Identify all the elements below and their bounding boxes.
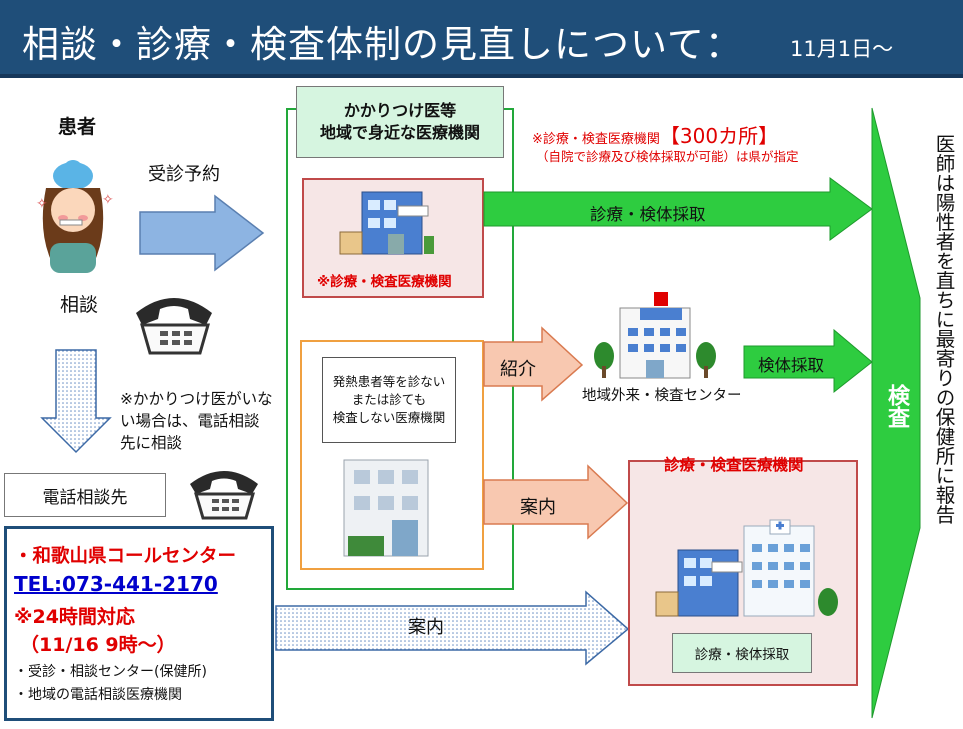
page-date: 11月1日～ xyxy=(790,37,894,61)
reserve-label: 受診予約 xyxy=(148,164,220,185)
call-center-tel[interactable]: TEL:073-441-2170 xyxy=(14,572,218,596)
reserve-arrow xyxy=(139,194,265,272)
specimen-arrow xyxy=(743,328,873,394)
guide-arrow-middle-label: 案内 xyxy=(520,497,556,518)
call-center-name: ・和歌山県コールセンター xyxy=(14,546,237,567)
report-text: 医師は陽性者を直ちに最寄りの保健所に報告 xyxy=(932,134,955,524)
svg-text:✧: ✧ xyxy=(102,192,114,208)
call-center-hours: ※24時間対応 xyxy=(14,606,135,628)
guide-arrow-middle xyxy=(483,464,629,540)
diagnosis-arrow xyxy=(483,177,873,241)
referral-arrow xyxy=(483,326,584,402)
designated-small-label: ※診療・検査医療機関 xyxy=(317,274,452,290)
designation-count: 【300カ所】 xyxy=(659,124,779,148)
phone-consult-box: 電話相談先 xyxy=(4,473,166,517)
down-arrow xyxy=(40,349,112,454)
guide-arrow-bottom xyxy=(275,590,630,666)
family-doctor-subtitle: 地域で身近な医療機関 xyxy=(319,123,480,142)
specimen-arrow-label: 検体採取 xyxy=(758,356,824,375)
designation-note-sub: （自院で診療及び検体採取が可能）は県が指定 xyxy=(536,149,799,164)
referral-arrow-label: 紹介 xyxy=(500,359,536,380)
testing-center-label: 地域外来・検査センター xyxy=(582,388,742,404)
guide-arrow-bottom-label: 案内 xyxy=(408,617,444,638)
svg-text:✧: ✧ xyxy=(36,196,48,212)
no-doctor-note: ※かかりつけ医がいな い場合は、電話相談 先に相談 xyxy=(120,390,273,452)
testing-arrow xyxy=(871,107,921,719)
call-center-item: ・受診・相談センター(保健所) xyxy=(14,664,207,680)
call-center-start: （11/16 9時～） xyxy=(20,634,176,656)
hospital-icon xyxy=(655,519,838,617)
clinic-building-icon xyxy=(343,459,429,557)
designation-note: ※診療・検査医療機関【300カ所】 xyxy=(532,124,779,148)
patient-icon: ✧ ✧ xyxy=(36,160,114,273)
designated-large-title: 診療・検査医療機関 xyxy=(664,456,804,474)
page-title: 相談・診療・検査体制の見直しについて： xyxy=(22,23,743,66)
consult-label: 相談 xyxy=(60,294,99,316)
family-doctor-title-box: かかりつけ医等 地域で身近な医療機関 xyxy=(296,86,504,158)
call-center-item: ・地域の電話相談医療機関 xyxy=(14,687,182,703)
diagnosis-arrow-label: 診療・検体採取 xyxy=(590,205,706,224)
telephone-icon xyxy=(190,471,258,520)
telephone-icon xyxy=(136,298,212,355)
designated-large-sub: 診療・検体採取 xyxy=(694,647,790,663)
family-doctor-title: かかりつけ医等 xyxy=(343,101,457,120)
phone-consult-label: 電話相談先 xyxy=(42,487,128,508)
non-testing-text-box: 発熱患者等を診ない または診ても 検査しない医療機関 xyxy=(322,357,456,443)
clinic-building-icon xyxy=(339,191,434,255)
header-bar xyxy=(0,0,963,78)
call-center-box xyxy=(4,526,274,721)
designated-large-sub-box: 診療・検体採取 xyxy=(672,633,812,673)
patient-label: 患者 xyxy=(58,116,97,138)
testing-center-icon xyxy=(594,292,716,379)
testing-label: 検査 xyxy=(884,384,909,428)
